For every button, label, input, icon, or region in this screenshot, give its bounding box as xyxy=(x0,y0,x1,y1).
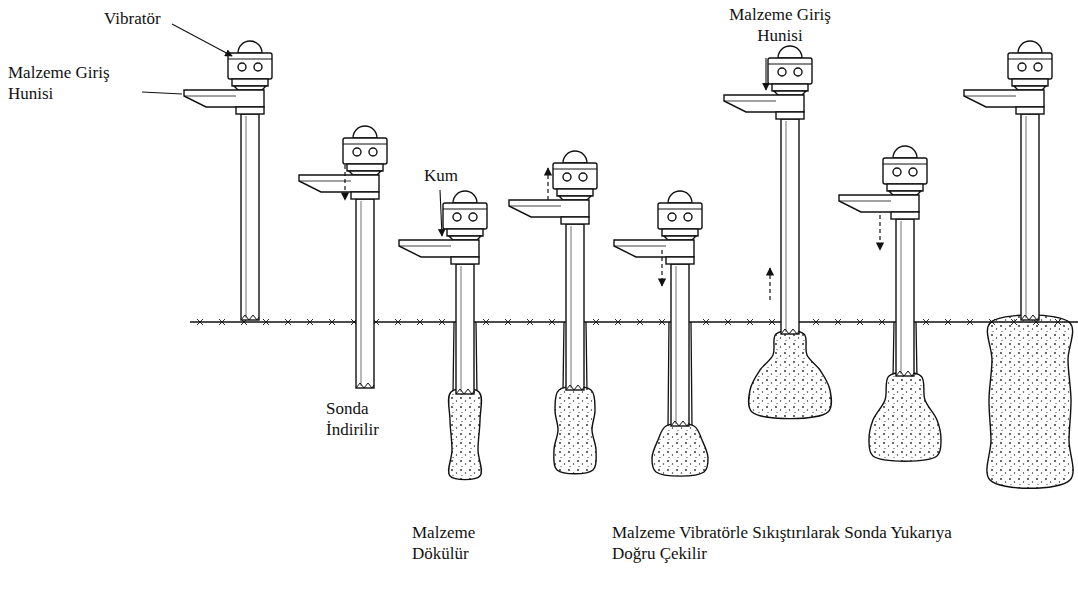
leader-line xyxy=(440,190,442,236)
ground-surface xyxy=(190,319,1078,325)
leader-line xyxy=(765,58,766,90)
vibro-probe xyxy=(509,151,597,390)
vibro-probe xyxy=(184,41,272,320)
step-label: Malzeme Vibratörle Sıkıştırılarak Sonda … xyxy=(612,522,952,565)
sand-column xyxy=(554,387,597,474)
vibro-probe xyxy=(399,191,487,394)
vibro-probe xyxy=(299,126,387,388)
step-label: Sonda İndirilir xyxy=(326,398,416,441)
sand-label: Kum xyxy=(424,165,474,186)
leader-line xyxy=(172,24,232,56)
sand-column xyxy=(652,423,708,476)
step-label: Malzeme Dökülür xyxy=(412,522,502,565)
vibro-probe xyxy=(839,146,927,376)
motion-arrow xyxy=(879,215,880,250)
hopper-label: Malzeme Giriş Hunisi xyxy=(8,62,140,105)
hopper-label: Malzeme Giriş Hunisi xyxy=(712,4,848,47)
leader-line xyxy=(142,92,182,94)
sand-column xyxy=(449,389,482,480)
sand-columns xyxy=(449,315,1074,488)
motion-arrow xyxy=(769,268,770,300)
vibrator-label: Vibratör xyxy=(104,8,184,29)
sand-column xyxy=(869,372,941,461)
motion-arrow xyxy=(344,165,345,200)
motion-arrow xyxy=(547,168,548,200)
sand-column xyxy=(987,315,1073,488)
sand-column xyxy=(749,331,832,419)
vibro-probe xyxy=(964,41,1052,320)
vibro-probe xyxy=(724,46,812,334)
vibro-probe xyxy=(614,191,702,426)
motion-arrow xyxy=(661,250,662,286)
